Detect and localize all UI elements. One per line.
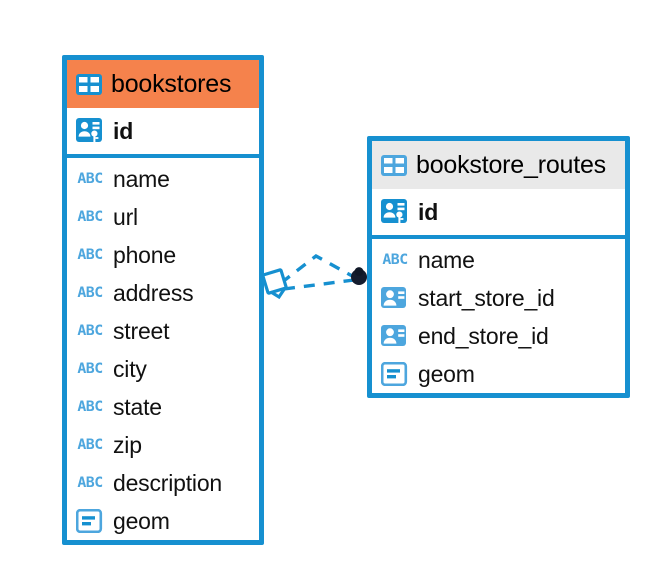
entity-name: bookstore_routes	[416, 150, 606, 179]
primary-key-divider	[372, 235, 625, 239]
column-name: start_store_id	[418, 284, 555, 311]
filled-circle-marker	[351, 269, 367, 285]
column-name: state	[113, 393, 162, 420]
abc-text-icon: ABC	[77, 171, 103, 187]
geometry-icon	[381, 362, 409, 386]
column-row-primary-key[interactable]: id	[372, 189, 625, 235]
primary-key-icon	[381, 199, 409, 225]
primary-key-divider	[67, 154, 259, 158]
column-row-address[interactable]: ABC address	[67, 274, 259, 312]
relationship-line-lower	[283, 278, 355, 291]
column-name: name	[113, 165, 170, 192]
column-row-street[interactable]: ABC street	[67, 312, 259, 350]
abc-text-icon: ABC	[77, 361, 103, 377]
abc-text-icon: ABC	[77, 247, 103, 263]
column-row-start-store-id[interactable]: start_store_id	[372, 279, 625, 317]
table-icon	[381, 154, 407, 176]
column-name: geom	[113, 507, 170, 534]
filled-circle-marker-cap	[354, 267, 364, 276]
abc-text-icon: ABC	[77, 209, 103, 225]
column-name: geom	[418, 360, 475, 387]
column-row-city[interactable]: ABC city	[67, 350, 259, 388]
column-name: city	[113, 355, 147, 382]
column-name: street	[113, 317, 170, 344]
geometry-icon	[76, 509, 104, 533]
column-name: url	[113, 203, 138, 230]
relationship-line-upper	[279, 253, 355, 285]
abc-text-icon: ABC	[77, 437, 103, 453]
foreign-key-icon	[381, 286, 409, 310]
foreign-key-icon	[381, 324, 409, 348]
column-row-url[interactable]: ABC url	[67, 198, 259, 236]
column-list-bookstore-routes: ABC name start_store_id	[372, 239, 625, 393]
column-list-bookstores: ABC name ABC url ABC phone ABC address A…	[67, 158, 259, 540]
column-row-state[interactable]: ABC state	[67, 388, 259, 426]
column-row-description[interactable]: ABC description	[67, 464, 259, 502]
column-row-end-store-id[interactable]: end_store_id	[372, 317, 625, 355]
column-name: id	[418, 198, 439, 225]
entity-header-bookstore-routes[interactable]: bookstore_routes	[372, 141, 625, 189]
crows-foot-diamond-marker	[261, 268, 288, 300]
column-row-geom[interactable]: geom	[372, 355, 625, 393]
column-name: end_store_id	[418, 322, 549, 349]
column-name: description	[113, 469, 223, 496]
abc-text-icon: ABC	[77, 285, 103, 301]
entity-bookstore-routes[interactable]: bookstore_routes id ABC	[367, 136, 630, 398]
column-row-zip[interactable]: ABC zip	[67, 426, 259, 464]
abc-text-icon: ABC	[77, 399, 103, 415]
entity-bookstores[interactable]: bookstores id ABC name	[62, 55, 264, 545]
column-name: zip	[113, 431, 142, 458]
column-name: phone	[113, 241, 176, 268]
primary-key-icon	[76, 118, 104, 144]
column-name: id	[113, 117, 134, 144]
column-row-phone[interactable]: ABC phone	[67, 236, 259, 274]
abc-text-icon: ABC	[382, 252, 408, 268]
column-name: address	[113, 279, 194, 306]
table-icon	[76, 73, 102, 95]
abc-text-icon: ABC	[77, 323, 103, 339]
entity-name: bookstores	[111, 69, 232, 98]
abc-text-icon: ABC	[77, 475, 103, 491]
entity-header-bookstores[interactable]: bookstores	[67, 60, 259, 108]
column-row-geom[interactable]: geom	[67, 502, 259, 540]
column-row-name[interactable]: ABC name	[372, 241, 625, 279]
column-row-primary-key[interactable]: id	[67, 108, 259, 154]
column-name: name	[418, 246, 475, 273]
column-row-name[interactable]: ABC name	[67, 160, 259, 198]
